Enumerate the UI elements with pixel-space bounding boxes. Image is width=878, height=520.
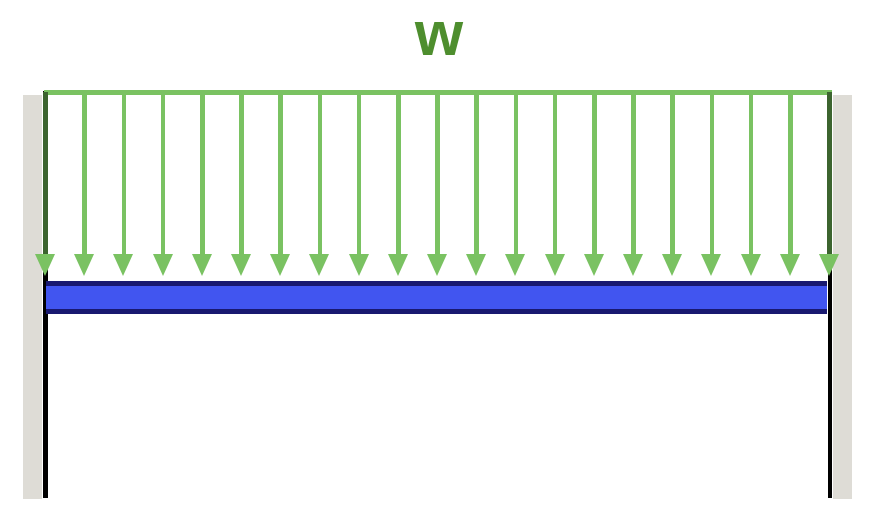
load-arrow-shaft — [43, 92, 48, 255]
arrow-down-icon — [348, 254, 369, 276]
distributed-load-label: w — [414, 0, 464, 69]
arrow-down-icon — [270, 254, 291, 276]
load-arrow-shaft — [278, 92, 283, 255]
left-support-wall — [23, 95, 42, 499]
arrow-down-icon — [466, 254, 487, 276]
load-arrow-shaft — [748, 92, 754, 255]
load-arrow-shaft — [592, 92, 597, 255]
load-arrow-shaft — [396, 92, 401, 255]
arrow-down-icon — [35, 254, 55, 276]
arrow-down-icon — [662, 254, 683, 276]
arrow-down-icon — [740, 254, 761, 276]
arrow-down-icon — [387, 254, 408, 276]
load-arrow-shaft — [670, 92, 675, 255]
arrow-down-icon — [191, 254, 212, 276]
right-support-wall — [833, 95, 852, 499]
load-arrow-shaft — [200, 92, 205, 255]
load-arrow-shaft — [552, 92, 558, 255]
load-arrow-shaft — [160, 92, 166, 255]
load-arrow-shaft — [317, 92, 323, 255]
arrow-down-icon — [231, 254, 251, 276]
beam — [46, 281, 827, 314]
load-arrow-shaft — [474, 92, 479, 255]
arrow-down-icon — [505, 254, 526, 276]
load-arrow-shaft — [513, 92, 519, 255]
left-column-line — [43, 91, 48, 498]
arrow-down-icon — [544, 254, 565, 276]
arrow-down-icon — [819, 254, 839, 276]
load-arrow-shaft — [239, 92, 244, 255]
load-arrow-shaft — [121, 92, 127, 255]
load-arrow-shaft — [631, 92, 636, 255]
load-arrow-shaft — [82, 92, 87, 255]
arrow-down-icon — [623, 254, 643, 276]
arrow-down-icon — [701, 254, 722, 276]
load-arrow-shaft — [435, 92, 440, 255]
load-arrow-shaft — [709, 92, 715, 255]
arrow-down-icon — [309, 254, 330, 276]
arrow-down-icon — [152, 254, 173, 276]
load-arrow-shaft — [827, 92, 832, 255]
arrow-down-icon — [779, 254, 800, 276]
load-arrow-shaft — [788, 92, 793, 255]
load-arrow-shaft — [356, 92, 362, 255]
arrow-down-icon — [113, 254, 134, 276]
arrow-down-icon — [427, 254, 447, 276]
arrow-down-icon — [583, 254, 604, 276]
arrow-down-icon — [74, 254, 95, 276]
right-column-line — [827, 91, 832, 498]
